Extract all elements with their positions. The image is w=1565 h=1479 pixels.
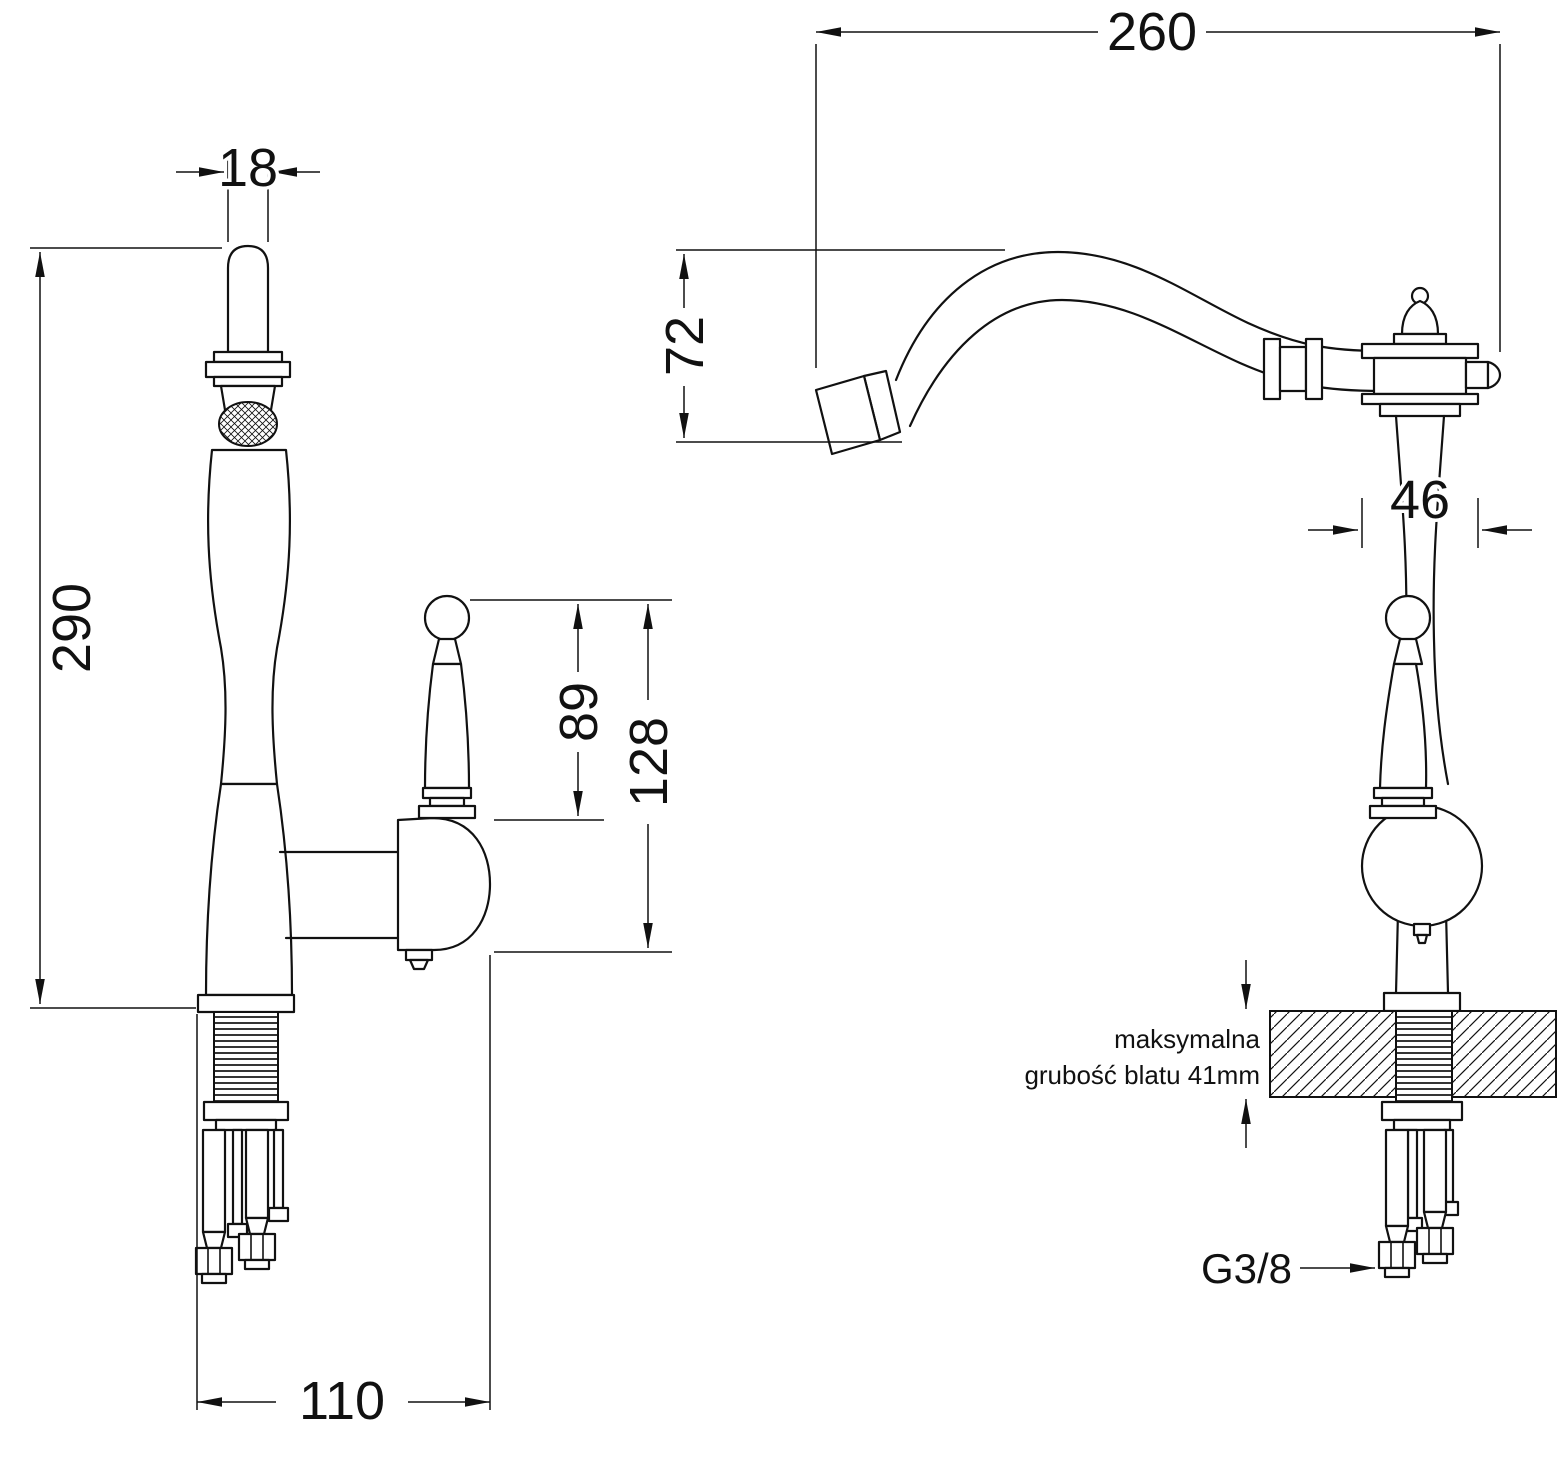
- supply-hose-front-2: [1415, 1128, 1455, 1265]
- mounting-thread-front: [1395, 1010, 1453, 1103]
- spout-ring-1: [1262, 337, 1282, 401]
- mounting-washer-front: [1392, 1118, 1452, 1132]
- handle-flange-1: [421, 786, 473, 800]
- base-flange-front: [1382, 991, 1462, 1013]
- mounting-washer: [214, 1118, 278, 1132]
- mounting-stud-2: [272, 1128, 285, 1210]
- supply-hose-1: [194, 1128, 234, 1285]
- dim-label-260: 260: [1107, 2, 1197, 62]
- spout-collar-ring2: [212, 375, 284, 388]
- spout-ring-2: [1304, 337, 1324, 401]
- spout-collar-ring: [212, 350, 284, 364]
- handle-stem-front: [1378, 662, 1428, 790]
- dim-label-72: 72: [655, 316, 715, 376]
- dim-spout-reach: 260: [815, 0, 1501, 368]
- handle-ball: [423, 594, 471, 642]
- mounting-thread: [213, 1011, 279, 1103]
- dim-spout-drop: 72: [652, 249, 1005, 443]
- mounting-nut-front: [1380, 1100, 1464, 1122]
- thread-size-callout: G3/8: [1201, 1245, 1375, 1292]
- note-line-1: maksymalna: [1114, 1024, 1260, 1054]
- dim-label-290: 290: [42, 583, 102, 673]
- ball-nub: [1412, 922, 1432, 937]
- dim-label-89: 89: [549, 682, 609, 742]
- dim-base-depth: 110: [196, 955, 491, 1435]
- left-faucet-outline: [194, 244, 492, 1285]
- dim-total-height: 290: [30, 247, 222, 1009]
- dim-spout-pipe-width: 18: [176, 135, 320, 242]
- stud-nut-2: [267, 1206, 290, 1223]
- column-right-edge: [1444, 910, 1450, 995]
- handle-ball-front: [1384, 594, 1432, 642]
- note-line-2: grubość blatu 41mm: [1024, 1060, 1260, 1090]
- left-view: 18 290 89 128 110: [30, 135, 683, 1435]
- mounting-nut: [202, 1100, 290, 1122]
- body-upper: [207, 448, 291, 786]
- valve-nub-tip: [408, 958, 430, 971]
- aerator-mesh-face: [218, 401, 278, 447]
- spout-ring-mid: [1278, 345, 1308, 393]
- countertop-thickness-note: maksymalna grubość blatu 41mm: [1024, 960, 1261, 1148]
- handle-flange-front-3: [1368, 804, 1438, 820]
- spout-top-edge: [894, 250, 1422, 382]
- handle-flange-3: [417, 804, 477, 820]
- neck-right-edge: [1432, 414, 1450, 786]
- ball-nub-tip: [1415, 933, 1429, 945]
- right-view: 260 72 46 maksymalna grubość blatu 41mm: [652, 0, 1557, 1292]
- housing-collar: [1378, 402, 1462, 418]
- housing-main: [1372, 356, 1468, 396]
- spout-outlet-nut: [814, 374, 882, 456]
- handle-flange-front-1: [1372, 786, 1434, 800]
- side-nub: [1464, 360, 1490, 390]
- dim-label-128: 128: [619, 717, 679, 807]
- handle-neck: [431, 637, 463, 666]
- dim-body-width: 46: [1308, 467, 1532, 548]
- dim-handle-heights: 89 128: [470, 599, 683, 953]
- right-faucet-outline: [814, 250, 1557, 1279]
- valve-ball-body: [1360, 804, 1484, 928]
- housing-flange-wide-bottom: [1360, 392, 1480, 406]
- handle-flange-front-2: [1380, 796, 1426, 808]
- dim-label-110: 110: [299, 1371, 385, 1431]
- body-lower: [204, 782, 294, 997]
- countertop-section-right: [1451, 1010, 1557, 1098]
- housing-flange-wide-top: [1360, 342, 1480, 360]
- spout-pipe: [226, 244, 270, 354]
- mounting-stud: [231, 1128, 244, 1226]
- handle-flange-2: [428, 796, 466, 808]
- thread-size-label: G3/8: [1201, 1245, 1292, 1292]
- handle-neck-front: [1392, 637, 1424, 666]
- spout-collar-nut: [204, 360, 292, 379]
- housing-flange-top: [1392, 332, 1448, 346]
- base-flange: [196, 993, 296, 1014]
- countertop-section-left: [1269, 1010, 1397, 1098]
- supply-hose-2: [237, 1128, 277, 1271]
- mounting-stud-front: [1406, 1128, 1419, 1220]
- column-left-edge: [1394, 910, 1400, 995]
- valve-cap: [396, 816, 492, 952]
- valve-nub: [404, 948, 434, 962]
- dim-label-18: 18: [218, 138, 278, 198]
- side-nub-dome: [1486, 360, 1502, 390]
- handle-stem: [423, 662, 471, 790]
- supply-hose-front-1: [1377, 1128, 1417, 1279]
- finial-acorn: [1400, 299, 1440, 336]
- dim-label-46: 46: [1390, 470, 1450, 530]
- spout-bottom-edge: [908, 298, 1422, 428]
